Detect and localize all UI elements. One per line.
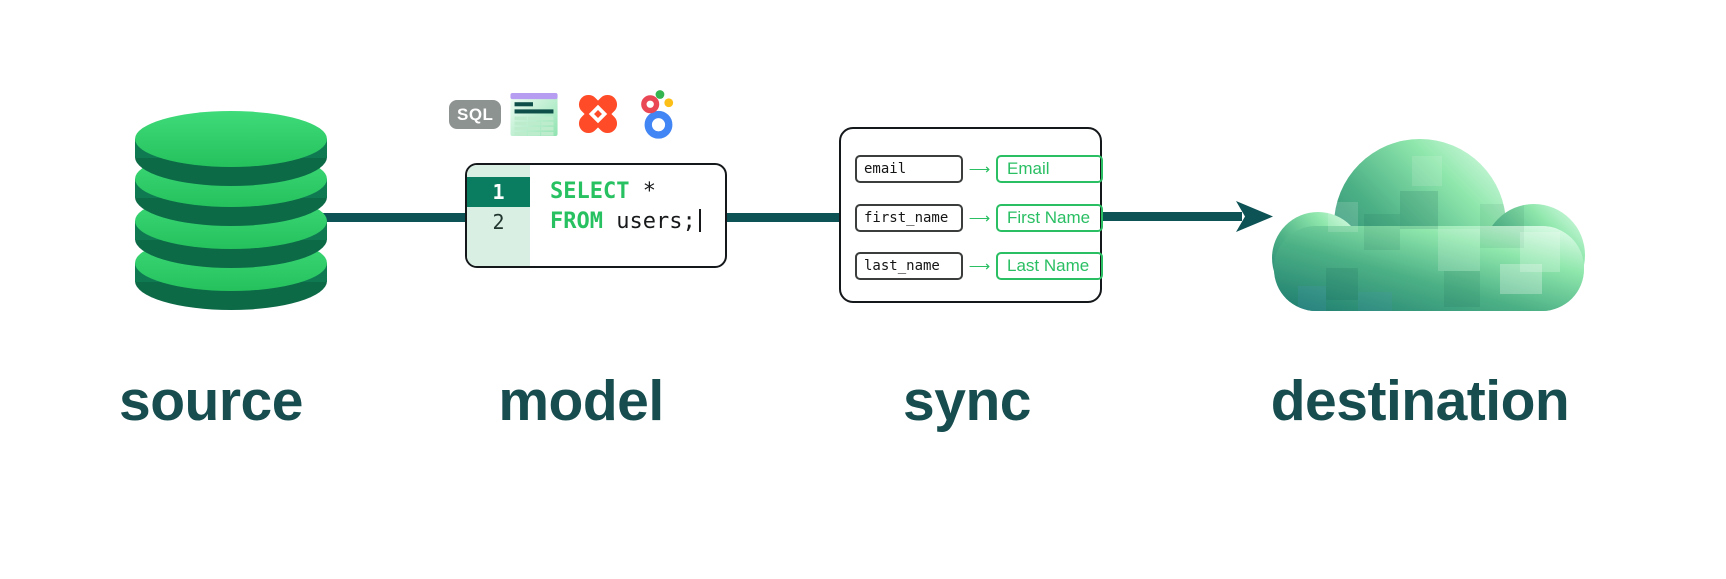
- stage-label-destination: destination: [1270, 369, 1570, 433]
- sql-badge: SQL: [449, 99, 502, 129]
- mapping-row: first_name ⟶ First Name: [855, 204, 1103, 232]
- stage-label-model: model: [498, 369, 664, 433]
- line-number-1: 1: [467, 177, 530, 207]
- code-line-2: FROM users;: [550, 207, 701, 237]
- flow-line-sync-to-destination: [1101, 212, 1242, 221]
- spreadsheet-icon: [510, 92, 559, 136]
- source-field-box: email: [855, 155, 963, 183]
- arrowhead-icon: [1236, 201, 1273, 232]
- target-field-box: First Name: [996, 204, 1103, 232]
- mapping-arrow-icon: ⟶: [968, 258, 991, 275]
- mapping-row: last_name ⟶ Last Name: [855, 252, 1103, 280]
- source-field-box: first_name: [855, 204, 963, 232]
- line-number-2: 2: [492, 210, 505, 234]
- mapping-arrow-icon: ⟶: [968, 161, 991, 178]
- sql-keyword: SELECT: [550, 179, 630, 204]
- sql-keyword: FROM: [550, 209, 603, 234]
- code-text: users;: [602, 209, 696, 234]
- code-line-1: SELECT *: [550, 177, 701, 207]
- looker-icon: [641, 90, 674, 139]
- source-field-box: last_name: [855, 252, 963, 280]
- code-gutter: 1 2: [467, 165, 530, 266]
- destination-cloud-icon: [1272, 139, 1585, 311]
- model-tool-icons: SQL: [449, 85, 689, 143]
- dbt-icon: [579, 94, 618, 134]
- flow-line-model-to-sync: [726, 213, 841, 222]
- code-text: *: [629, 179, 656, 204]
- text-cursor: [698, 209, 701, 232]
- sync-mapping-box: email ⟶ Email first_name ⟶ First Name la…: [839, 127, 1103, 303]
- stage-label-source: source: [119, 369, 303, 433]
- target-field-box: Last Name: [996, 252, 1103, 280]
- mapping-arrow-icon: ⟶: [968, 210, 991, 227]
- mapping-row: email ⟶ Email: [855, 155, 1103, 183]
- target-field-box: Email: [996, 155, 1103, 183]
- model-code-block: 1 2 SELECT * FROM users;: [465, 163, 727, 268]
- source-database-icon: [135, 111, 327, 310]
- code-area: SELECT * FROM users;: [530, 165, 701, 266]
- stage-label-sync: sync: [903, 369, 1031, 433]
- flow-line-source-to-model: [302, 213, 467, 222]
